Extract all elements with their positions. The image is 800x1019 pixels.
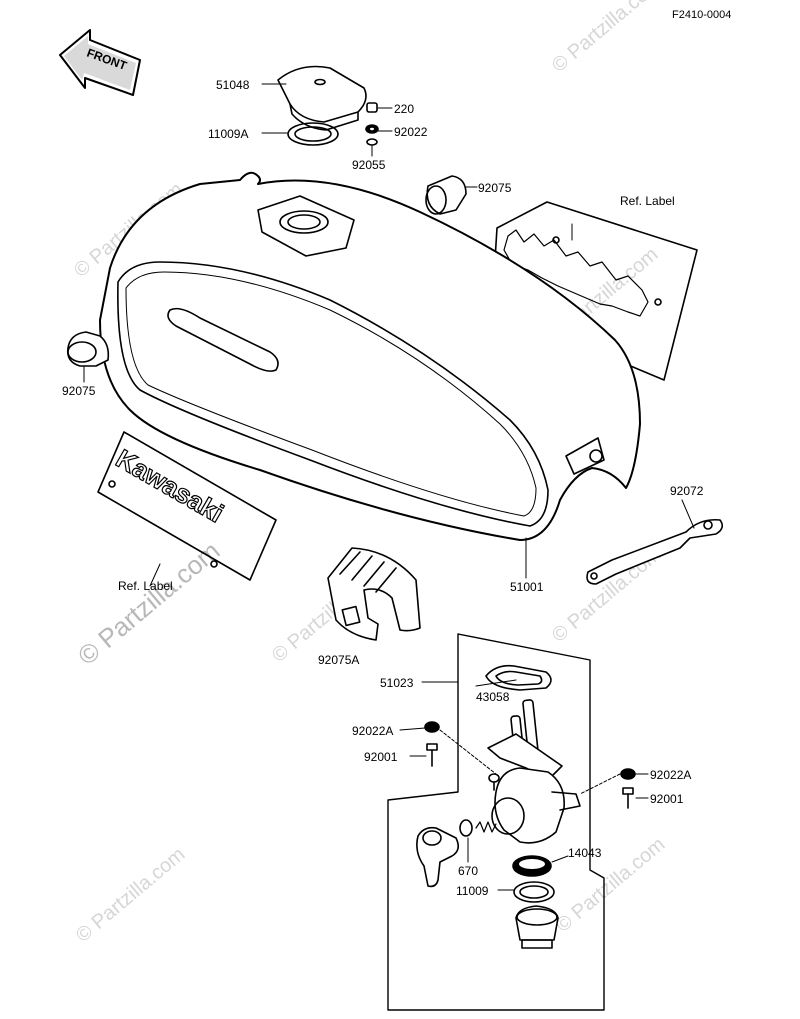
callout-ref-label-left: Ref. Label [118, 579, 173, 593]
callout-92072: 92072 [670, 484, 704, 498]
fuel-cock-lever-part [416, 826, 460, 888]
callout-92001-left: 92001 [364, 750, 398, 764]
callout-51023: 51023 [380, 676, 414, 690]
kawasaki-emblem-sticker [97, 431, 277, 581]
callout-92075-left: 92075 [62, 384, 96, 398]
callout-92075-right: 92075 [478, 181, 512, 195]
gasket-11009-part [513, 881, 555, 903]
gasket-43058-part [485, 664, 552, 691]
callout-670: 670 [458, 864, 479, 878]
callout-92022a-left: 92022A [352, 724, 394, 738]
callout-92022a-right: 92022A [650, 768, 692, 782]
gasket-11009a-part [287, 122, 339, 146]
bolt-220-part [365, 102, 379, 146]
callout-14043: 14043 [568, 846, 602, 860]
fuel-cock-body-part [487, 699, 581, 844]
small-screw-part [488, 773, 500, 791]
diagram-code: F2410-0004 [672, 9, 732, 21]
bolt-92001-right-part [622, 787, 634, 809]
damper-left-part [66, 331, 110, 367]
callout-92075a: 92075A [318, 653, 360, 667]
callout-ref-label-right: Ref. Label [620, 194, 675, 208]
callout-43058: 43058 [476, 690, 510, 704]
washer-92022a-left-part [424, 721, 440, 733]
callout-11009a: 11009A [208, 127, 249, 141]
callout-51001: 51001 [510, 580, 544, 594]
callout-11009: 11009 [456, 884, 489, 898]
bolt-92001-left-part [426, 743, 438, 767]
front-arrow-icon [59, 29, 141, 96]
callout-92022-top: 92022 [394, 125, 428, 139]
spring-part [475, 821, 497, 833]
oring-670-part [459, 819, 473, 837]
leader-lines [83, 83, 695, 891]
callout-220: 220 [394, 102, 415, 116]
tank-cap-part [277, 65, 367, 131]
rear-damper-part [327, 547, 421, 641]
sediment-bowl-part [515, 905, 559, 949]
washer-92022a-right-part [620, 768, 636, 780]
callout-51048: 51048 [216, 78, 250, 92]
fuel-tank-part [99, 171, 641, 541]
damper-right-part [425, 175, 467, 215]
emblem-kawasaki-text: Kawasaki [111, 443, 229, 528]
bracket-92072-part [586, 518, 724, 585]
fuel-cock-group-box [387, 633, 605, 1011]
callout-92055: 92055 [352, 158, 386, 172]
callout-92001-right: 92001 [650, 792, 684, 806]
